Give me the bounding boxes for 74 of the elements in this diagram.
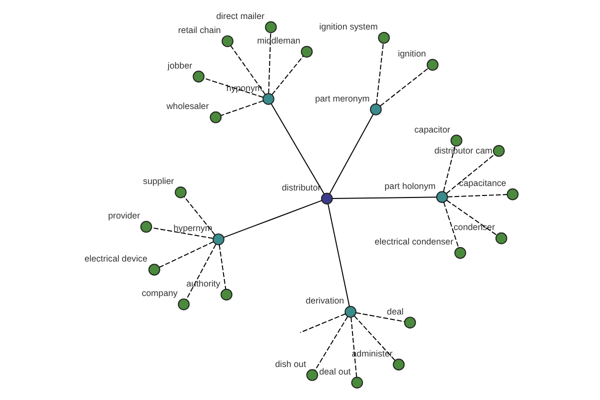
connector: [222, 200, 322, 238]
connector: [375, 42, 384, 104]
connector: [442, 145, 456, 192]
connector: [185, 244, 216, 300]
node-circle: [264, 21, 276, 34]
node-label: part meronym: [314, 93, 370, 104]
node-label: part holonym: [384, 180, 436, 191]
node-circle: [148, 264, 160, 276]
node-circle: [212, 233, 224, 246]
node-label: direct mailer: [216, 11, 264, 22]
connector: [270, 104, 324, 194]
node-label: ignition system: [318, 22, 378, 32]
node-label: supplier: [142, 176, 174, 186]
connector: [150, 227, 213, 239]
node-circle: [221, 35, 233, 48]
connector: [446, 194, 507, 198]
node-circle: [404, 316, 416, 328]
node-circle: [454, 247, 466, 259]
node-circle: [192, 70, 204, 82]
connector: [183, 196, 216, 236]
node-label: capacitor: [414, 124, 450, 134]
node-circle: [174, 186, 186, 198]
node-label: electrical device: [84, 254, 147, 264]
node-circle: [300, 46, 312, 58]
node-circle: [492, 145, 504, 157]
node-circle: [450, 134, 462, 146]
connector: [331, 196, 437, 200]
node-circle: [436, 191, 448, 203]
connector: [379, 68, 428, 106]
node-circle: [177, 298, 190, 310]
connector: [328, 114, 374, 194]
connector: [299, 313, 346, 334]
connector: [268, 32, 271, 94]
node-circle: [392, 358, 404, 370]
node-circle: [426, 58, 438, 71]
node-circle: [506, 188, 518, 200]
node-circle: [369, 104, 382, 116]
node-circle: [209, 111, 222, 124]
connector: [327, 204, 350, 307]
node-label: deal: [386, 306, 404, 316]
node-circle: [350, 376, 363, 389]
node-label: company: [141, 288, 178, 298]
node-label: provider: [108, 210, 140, 221]
node-label: capacitance: [458, 178, 506, 188]
node-label: ignition: [397, 48, 426, 59]
node-circle: [306, 369, 318, 381]
node-label: dish out: [274, 358, 306, 369]
connector: [442, 202, 459, 248]
connector: [355, 312, 404, 322]
node-label: derivation: [305, 296, 344, 306]
node-circle: [494, 232, 507, 244]
connector: [314, 316, 348, 371]
connector: [218, 244, 226, 290]
node-label: authority: [186, 278, 220, 288]
connector: [350, 316, 357, 378]
node-circle: [378, 32, 390, 44]
node-circle: [344, 306, 356, 318]
node-circle: [220, 288, 232, 301]
node-label: wholesaler: [166, 101, 208, 112]
node-label: jobber: [167, 60, 192, 70]
node-label: middleman: [256, 36, 300, 46]
node-label: retail chain: [178, 25, 220, 36]
node-label: electrical condenser: [374, 236, 453, 247]
node-circle: [262, 93, 274, 105]
node-label: hypernym: [172, 223, 212, 234]
node-circle: [320, 192, 332, 205]
connector: [158, 241, 214, 268]
node-circle: [140, 220, 152, 233]
node-label: deal out: [318, 366, 350, 376]
connector: [220, 100, 264, 116]
connector: [271, 55, 304, 96]
node-label: distributor: [281, 182, 320, 192]
node-label: distributor cam: [434, 146, 492, 156]
connector: [446, 154, 495, 194]
